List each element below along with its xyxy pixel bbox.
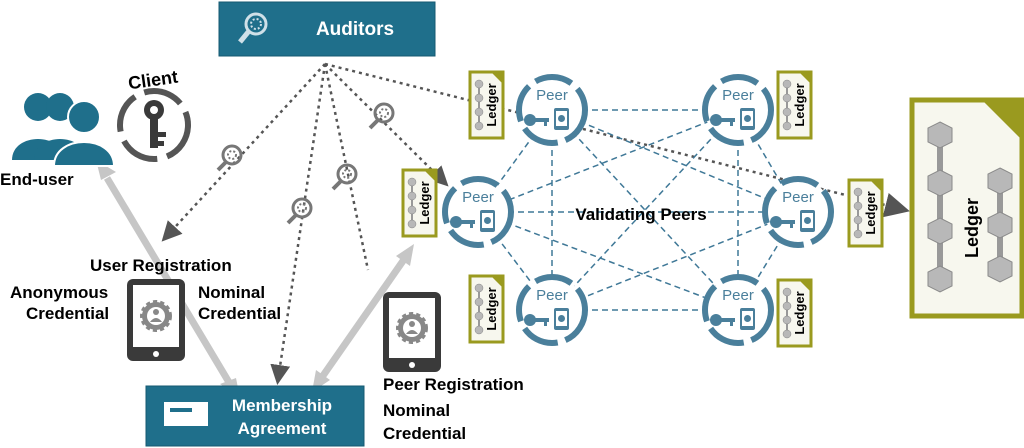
peer-node: Peer — [702, 274, 774, 346]
peer-label: Peer — [536, 87, 568, 104]
ledger-label: Ledger — [792, 291, 807, 334]
ledger-label: Ledger — [484, 83, 499, 126]
end-user-people-icon — [12, 93, 116, 167]
peer-label: Peer — [462, 189, 494, 206]
key-icon — [450, 216, 475, 228]
tablet-icon — [127, 279, 185, 361]
ledger-label: Ledger — [484, 287, 499, 330]
nominal-credential-line1: Nominal — [198, 283, 266, 302]
anonymous-credential-line1: Anonymous — [10, 283, 109, 302]
peer-node: Peer — [702, 74, 774, 146]
key-icon — [524, 114, 549, 126]
peer-ledger: Ledger — [401, 168, 438, 238]
auditors-box: Auditors — [218, 1, 436, 57]
client-key-icon — [117, 88, 191, 162]
ledger-label: Ledger — [792, 83, 807, 126]
peer-ledger: Ledger — [468, 70, 505, 140]
peer-node: Peer — [762, 176, 834, 248]
peer-node: Peer — [516, 74, 588, 146]
membership-agreement-box: Membership Agreement — [145, 385, 365, 447]
device-icon — [554, 108, 569, 130]
peer-label: Peer — [782, 189, 814, 206]
peer-label: Peer — [722, 87, 754, 104]
peer-ledger: Ledger — [847, 178, 884, 248]
key-icon — [710, 314, 735, 326]
peer-ledger: Ledger — [776, 70, 813, 140]
ledger-label: Ledger — [863, 191, 878, 234]
membership-label-line1: Membership — [232, 396, 332, 415]
peer-label: Peer — [536, 287, 568, 304]
peer-ledger: Ledger — [776, 278, 813, 348]
magnifier-icon — [368, 102, 395, 130]
auditors-label: Auditors — [316, 19, 394, 40]
key-icon — [770, 216, 795, 228]
device-icon — [480, 210, 495, 232]
validating-peers-label: Validating Peers — [575, 205, 706, 224]
end-user-label: End-user — [0, 170, 74, 189]
device-icon — [740, 308, 755, 330]
user-registration-title: User Registration — [90, 256, 232, 275]
tablet-icon — [383, 292, 441, 372]
nominal-credential-line2: Credential — [198, 304, 282, 323]
device-icon — [740, 108, 755, 130]
membership-label-line2: Agreement — [238, 419, 327, 438]
big-ledger: Ledger — [909, 97, 1024, 319]
peer-node: Peer — [442, 176, 514, 248]
anonymous-credential-line2: Credential — [26, 304, 110, 323]
magnifier-icon — [286, 197, 313, 225]
device-icon — [554, 308, 569, 330]
key-icon — [524, 314, 549, 326]
peer-registration-arrow — [317, 255, 408, 383]
magnifier-icon — [331, 163, 358, 191]
device-icon — [800, 210, 815, 232]
peer-nominal-line1: Nominal — [383, 401, 451, 420]
peer-label: Peer — [722, 287, 754, 304]
key-icon — [710, 114, 735, 126]
big-ledger-label: Ledger — [962, 198, 982, 258]
magnifier-icon — [216, 144, 243, 172]
audit-magnifiers — [216, 102, 395, 225]
peer-ledger: Ledger — [468, 274, 505, 344]
ledger-label: Ledger — [417, 181, 432, 224]
peer-node: Peer — [516, 274, 588, 346]
magnifier-icon — [238, 12, 268, 44]
peer-registration-title: Peer Registration — [383, 375, 524, 394]
peer-nominal-line2: Credential — [383, 424, 467, 443]
